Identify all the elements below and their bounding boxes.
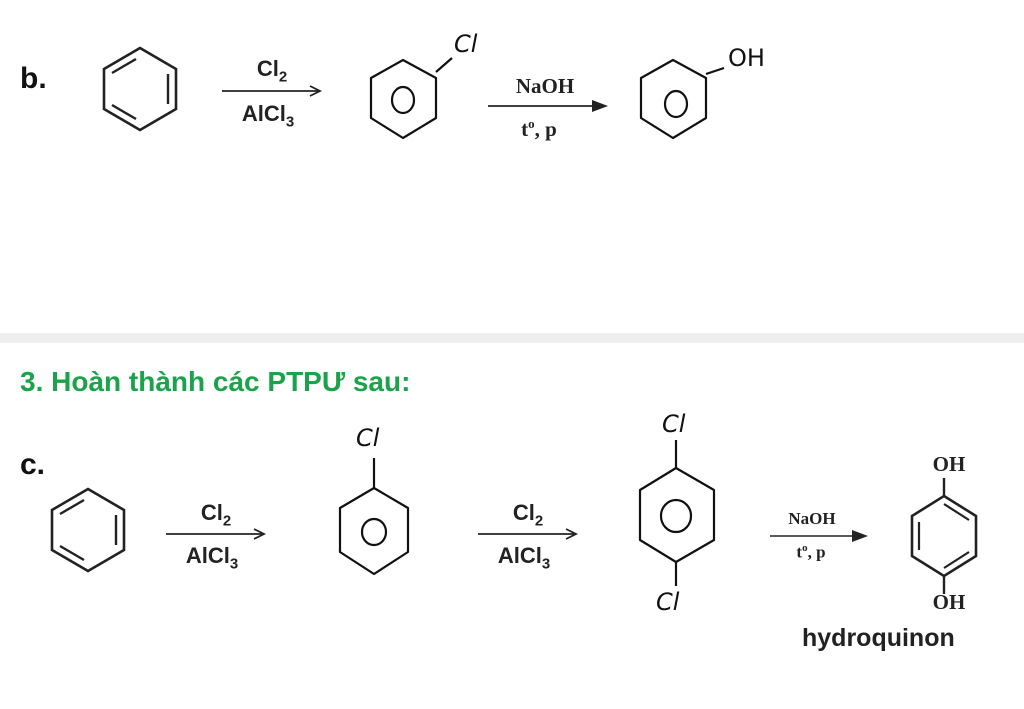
condition-temp-pressure: to, p [521, 116, 557, 141]
substituent-cl: Cl [356, 424, 380, 452]
benzene-structure [50, 487, 126, 573]
reagent-cl2: Cl2 [200, 500, 232, 530]
reaction-arrow [770, 530, 868, 542]
chlorobenzene-structure [338, 458, 410, 576]
reagent-naoh: NaOH [788, 509, 836, 528]
catalyst-alcl3: AlCl3 [497, 543, 551, 573]
reaction-b-label: b. [20, 62, 47, 95]
reagent-cl2: Cl2 [256, 56, 288, 86]
substituent-oh-top: OH [932, 452, 966, 476]
substituent-cl: Cl [454, 30, 478, 58]
product-name: hydroquinon [802, 624, 955, 652]
benzene-structure [102, 46, 178, 132]
substituent-cl-top: Cl [662, 410, 686, 438]
substituent-cl-bottom: Cl [656, 588, 680, 616]
hydroquinone-structure [910, 478, 978, 594]
reaction-arrow [478, 528, 579, 540]
reaction-arrow [222, 85, 323, 97]
section-heading: 3. Hoàn thành các PTPƯ sau: [20, 366, 411, 397]
condition-temp-pressure: to, p [796, 542, 826, 562]
catalyst-alcl3: AlCl3 [241, 101, 295, 131]
reaction-arrow [488, 100, 608, 112]
catalyst-alcl3: AlCl3 [185, 543, 239, 573]
section-divider [0, 333, 1024, 343]
reagent-cl2: Cl2 [512, 500, 544, 530]
dichlorobenzene-structure [638, 440, 716, 586]
substituent-oh: OH [728, 44, 765, 72]
reagent-naoh: NaOH [515, 74, 575, 98]
reaction-c-label: c. [20, 448, 46, 481]
reaction-arrow [166, 528, 267, 540]
phenol-structure [639, 58, 725, 140]
substituent-oh-bottom: OH [932, 590, 966, 614]
chlorobenzene-structure [369, 57, 453, 140]
